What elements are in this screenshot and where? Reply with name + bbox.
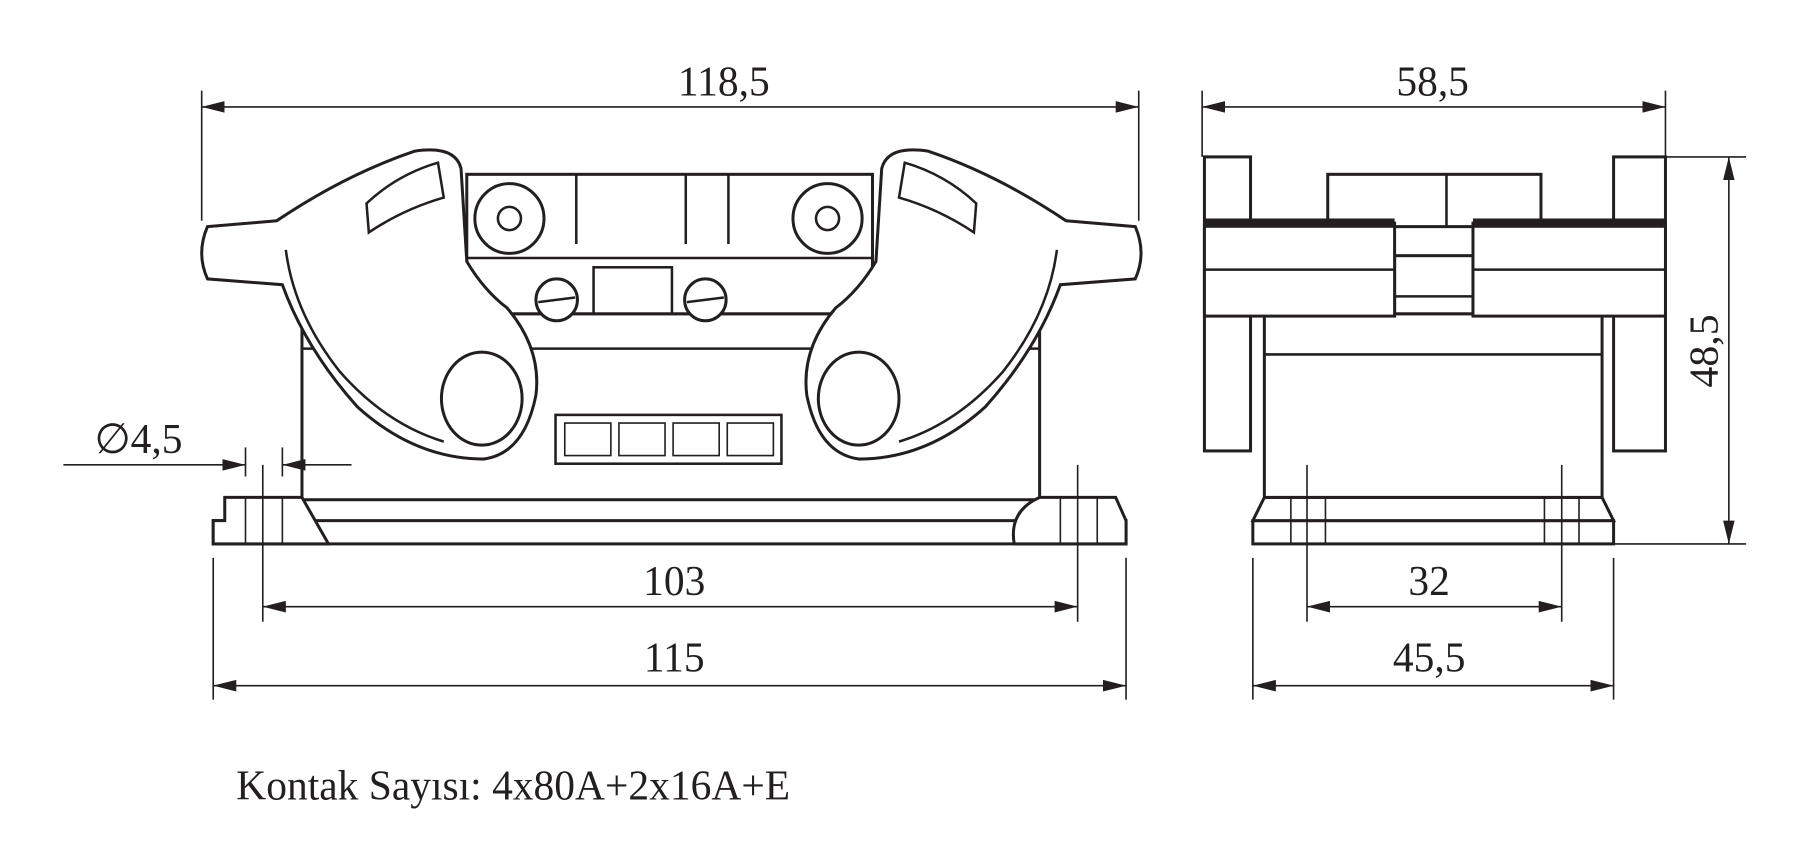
mounting-foot-right xyxy=(1011,495,1128,546)
dim-hole-spacing: 103 xyxy=(643,559,705,605)
dim-side-width: 58,5 xyxy=(1396,59,1469,105)
dim-side-hole-spacing: 32 xyxy=(1408,559,1449,605)
dim-height: 48,5 xyxy=(1681,314,1727,387)
pivot-right xyxy=(791,182,864,255)
base-plate xyxy=(211,519,1128,546)
contact-count-note: Kontak Sayısı: 4x80A+2x16A+E xyxy=(236,763,790,809)
side-insert-top xyxy=(1326,172,1543,229)
lever-grip-slot-left xyxy=(365,161,446,235)
mounting-foot-left xyxy=(211,495,332,546)
dim-hole-diameter: ∅4,5 xyxy=(95,417,183,463)
side-body xyxy=(1262,312,1604,499)
lever-grip-slot-right xyxy=(897,161,978,235)
dimension-lines xyxy=(63,90,1747,700)
front-view: emas xyxy=(200,148,1143,546)
emas-logo: emas xyxy=(554,413,783,465)
side-view xyxy=(1202,155,1667,546)
dim-overall-width: 118,5 xyxy=(678,59,770,105)
pivot-left xyxy=(473,182,546,255)
dim-side-base-width: 45,5 xyxy=(1393,636,1466,682)
dim-base-length: 115 xyxy=(644,636,705,682)
